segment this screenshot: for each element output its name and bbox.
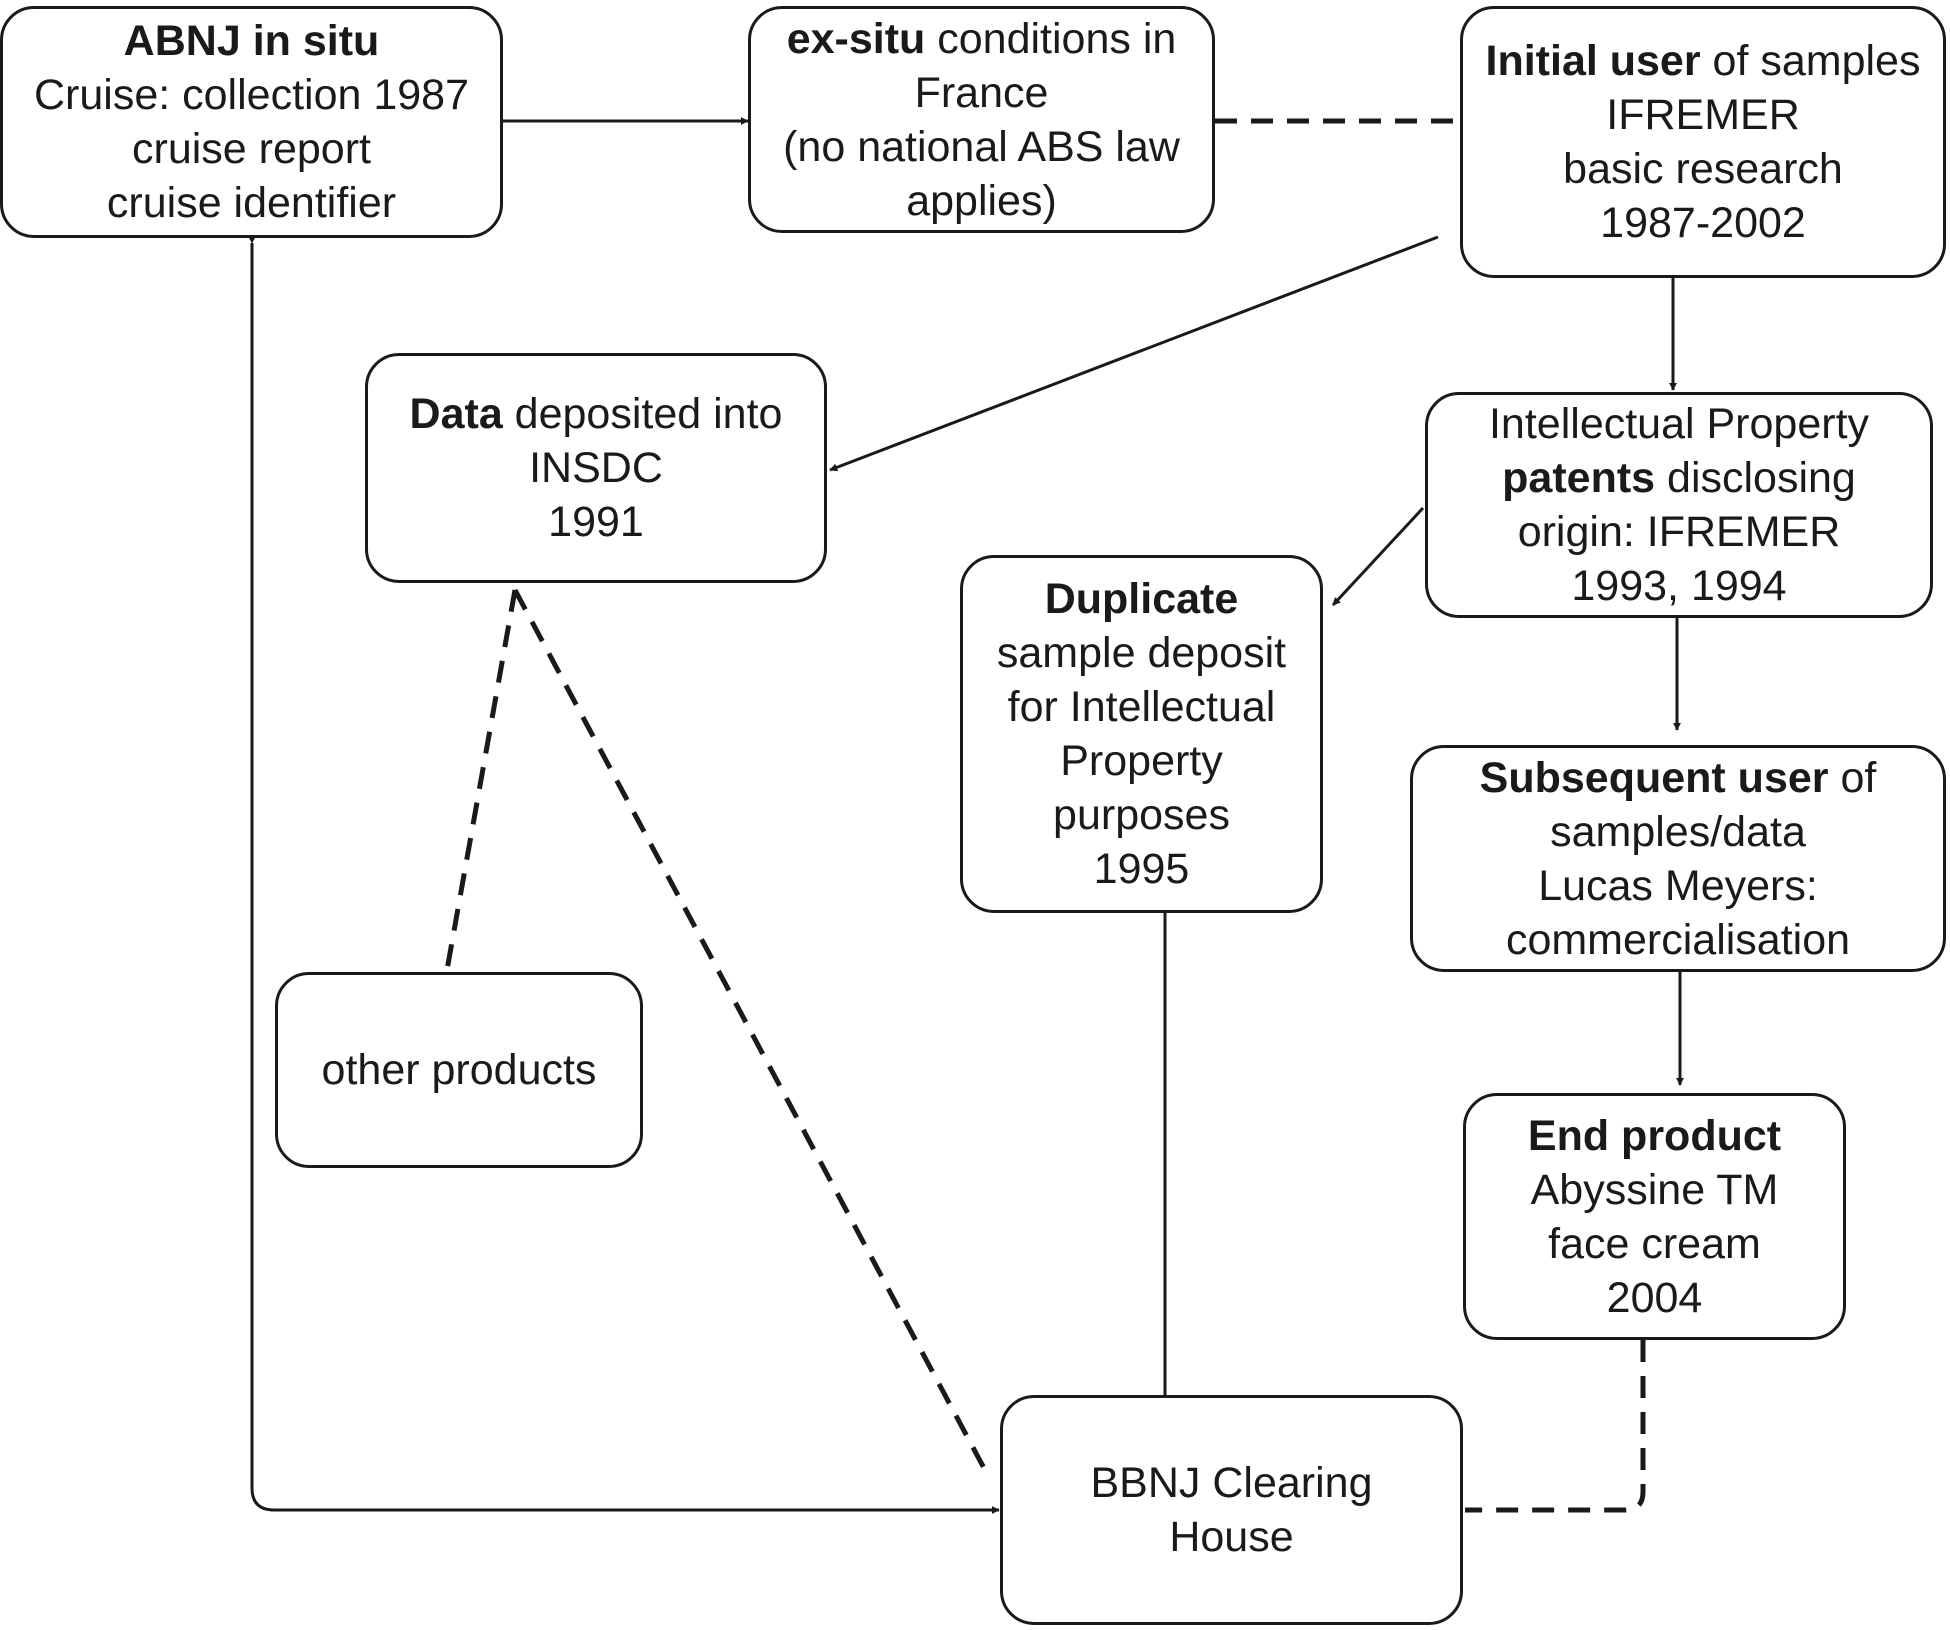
node-duplicate-sample-deposit: Duplicate sample deposit for Intellectua… bbox=[960, 555, 1323, 913]
node-duplicate-line1: Duplicate bbox=[1044, 575, 1239, 623]
node-clearing-house-line2: House bbox=[1169, 1513, 1294, 1561]
node-subsequent-line3: Lucas Meyers: bbox=[1538, 861, 1818, 910]
node-data-deposited-line1: Data deposited into bbox=[409, 390, 783, 438]
node-duplicate-line4: Property bbox=[1060, 737, 1223, 785]
node-ip-line2: patents disclosing bbox=[1502, 454, 1856, 502]
node-initial-user-line1: Initial user of samples bbox=[1485, 37, 1921, 85]
node-intellectual-property: Intellectual Property patents disclosing… bbox=[1425, 392, 1933, 618]
node-exsitu-line3: (no national ABS law bbox=[783, 122, 1180, 171]
node-exsitu-line2: France bbox=[914, 68, 1049, 117]
node-end-product-line2: Abyssine TM bbox=[1530, 1165, 1779, 1214]
node-exsitu-line4: applies) bbox=[906, 176, 1057, 225]
node-end-product-line1: End product bbox=[1527, 1111, 1782, 1160]
node-abnj-line3: cruise report bbox=[132, 125, 371, 173]
node-duplicate-line2: sample deposit bbox=[996, 629, 1287, 677]
node-abnj-line1: ABNJ in situ bbox=[123, 17, 380, 65]
connector-ip-to-duplicate bbox=[1331, 506, 1425, 607]
node-data-deposited-line2: INSDC bbox=[529, 444, 663, 492]
node-ip-line3: origin: IFREMER bbox=[1517, 508, 1841, 556]
node-abnj-in-situ: ABNJ in situ Cruise: collection 1987 cru… bbox=[0, 6, 503, 238]
node-duplicate-line6: 1995 bbox=[1093, 845, 1190, 893]
node-initial-user-line3: basic research bbox=[1563, 145, 1843, 193]
node-end-product-line4: 2004 bbox=[1606, 1273, 1703, 1322]
node-ip-line4: 1993, 1994 bbox=[1571, 562, 1787, 610]
connector-end-product-to-clearing-house bbox=[1465, 1340, 1646, 1513]
node-ip-line1: Intellectual Property bbox=[1488, 400, 1870, 448]
node-initial-user: Initial user of samples IFREMER basic re… bbox=[1460, 6, 1946, 278]
connector-abnj-clearing-house-loop bbox=[248, 235, 1000, 1514]
node-end-product-line3: face cream bbox=[1548, 1219, 1761, 1268]
connector-initial-user-to-data-deposited bbox=[829, 235, 1439, 472]
node-initial-user-line2: IFREMER bbox=[1606, 91, 1800, 139]
node-abnj-line4: cruise identifier bbox=[106, 179, 397, 227]
node-subsequent-line4: commercialisation bbox=[1505, 915, 1851, 964]
node-subsequent-line1: Subsequent user of bbox=[1479, 753, 1877, 802]
node-abnj-line2: Cruise: collection 1987 bbox=[33, 71, 470, 119]
node-bbnj-clearing-house: BBNJ Clearing House bbox=[1000, 1395, 1463, 1625]
node-other-products: other products bbox=[275, 972, 643, 1168]
node-initial-user-line4: 1987-2002 bbox=[1600, 199, 1806, 247]
connector-data-deposited-to-other-products bbox=[444, 589, 518, 971]
node-duplicate-line5: purposes bbox=[1053, 791, 1230, 839]
node-data-deposited-line3: 1991 bbox=[548, 498, 644, 546]
node-subsequent-user: Subsequent user of samples/data Lucas Me… bbox=[1410, 745, 1946, 972]
node-data-deposited: Data deposited into INSDC 1991 bbox=[365, 353, 827, 583]
node-end-product: End product Abyssine TM face cream 2004 bbox=[1463, 1093, 1846, 1340]
node-subsequent-line2: samples/data bbox=[1550, 807, 1806, 856]
node-ex-situ-conditions: ex-situ conditions in France (no nationa… bbox=[748, 6, 1215, 233]
node-exsitu-line1: ex-situ conditions in bbox=[786, 14, 1177, 63]
node-duplicate-line3: for Intellectual bbox=[1007, 683, 1276, 731]
node-clearing-house-line1: BBNJ Clearing bbox=[1090, 1459, 1373, 1507]
node-other-products-line1: other products bbox=[321, 1046, 597, 1094]
